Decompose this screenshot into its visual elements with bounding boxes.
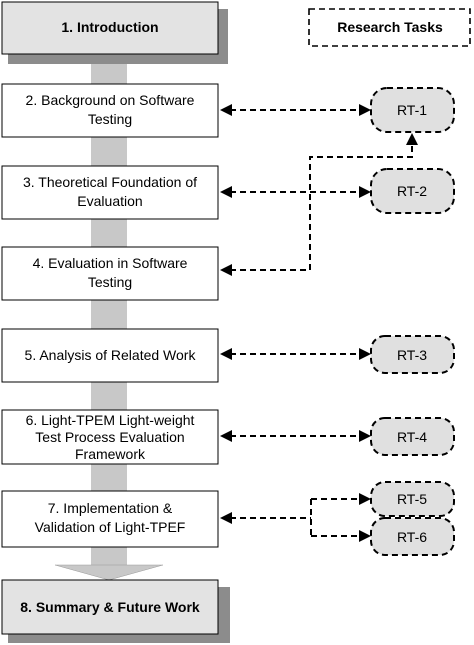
chapter-6-title-line-1: 6. Light-TPEM Light-weight — [26, 412, 195, 428]
task-rt-2-label: RT-2 — [397, 183, 427, 199]
link-ch5-rt3 — [220, 348, 371, 360]
chapter-6-title-line-3: Framework — [75, 446, 146, 462]
link-ch4-rt1 — [220, 133, 418, 276]
chapter-2-box: 2. Background on Software Testing — [1, 83, 219, 138]
research-tasks-legend: Research Tasks — [308, 8, 471, 47]
arrowhead-right-rt6 — [359, 530, 371, 542]
chapter-7-box: 7. Implementation & Validation of Light-… — [1, 490, 219, 548]
link-ch7-rt5-rt6 — [220, 493, 371, 542]
chapter-1-box: 1. Introduction — [1, 1, 228, 64]
chapter-2-title-line-1: 2. Background on Software — [26, 92, 195, 108]
chapter-7-title-line-1: 7. Implementation & — [48, 500, 173, 516]
arrowhead-up-rt1 — [406, 133, 418, 145]
task-rt-1-label: RT-1 — [397, 102, 427, 118]
task-rt-6-label: RT-6 — [397, 529, 427, 545]
task-rt-2: RT-2 — [370, 168, 455, 214]
arrowhead-left-ch6 — [220, 430, 232, 442]
chapter-8-title: 8. Summary & Future Work — [20, 599, 200, 615]
chapter-1-title: 1. Introduction — [61, 19, 158, 35]
chapter-3-box: 3. Theoretical Foundation of Evaluation — [1, 165, 219, 220]
chapter-2-title-line-2: Testing — [88, 111, 132, 127]
arrowhead-left-ch2 — [220, 104, 232, 116]
link-ch6-rt4 — [220, 430, 371, 442]
link-ch3-rt2 — [220, 186, 371, 198]
chapter-8-box: 8. Summary & Future Work — [1, 579, 230, 643]
arrowhead-left-ch7 — [220, 512, 232, 524]
chapter-5-box: 5. Analysis of Related Work — [1, 328, 219, 383]
task-rt-1: RT-1 — [370, 87, 455, 133]
connector-arrowhead — [54, 564, 164, 581]
arrowhead-right-rt2 — [359, 186, 371, 198]
chapter-connector — [91, 55, 127, 565]
arrowhead-left-ch5 — [220, 348, 232, 360]
arrowhead-right-rt5 — [359, 493, 371, 505]
chapter-3-title-line-1: 3. Theoretical Foundation of — [23, 174, 197, 190]
task-rt-6: RT-6 — [370, 517, 455, 556]
chapter-4-title-line-2: Testing — [88, 274, 132, 290]
task-rt-5: RT-5 — [370, 481, 455, 517]
chapter-4-title-line-1: 4. Evaluation in Software — [33, 255, 188, 271]
task-rt-3: RT-3 — [370, 335, 455, 374]
chapter-3-title-line-2: Evaluation — [77, 193, 142, 209]
chapter-7-title-line-2: Validation of Light-TPEF — [35, 519, 186, 535]
chapter-5-title: 5. Analysis of Related Work — [25, 347, 197, 363]
arrowhead-left-ch4 — [220, 264, 232, 276]
chapter-6-box: 6. Light-TPEM Light-weight Test Process … — [1, 409, 219, 465]
chapter-6-title-line-2: Test Process Evaluation — [35, 429, 184, 445]
legend-label: Research Tasks — [337, 19, 443, 35]
arrowhead-right-rt4 — [359, 430, 371, 442]
task-rt-5-label: RT-5 — [397, 491, 427, 507]
task-rt-3-label: RT-3 — [397, 347, 427, 363]
arrowhead-right-rt1 — [359, 104, 371, 116]
task-rt-4: RT-4 — [370, 417, 455, 456]
task-rt-4-label: RT-4 — [397, 429, 427, 445]
arrowhead-right-rt3 — [359, 348, 371, 360]
chapter-4-box: 4. Evaluation in Software Testing — [1, 246, 219, 301]
arrowhead-left-ch3 — [220, 186, 232, 198]
link-ch2-rt1 — [220, 104, 371, 116]
